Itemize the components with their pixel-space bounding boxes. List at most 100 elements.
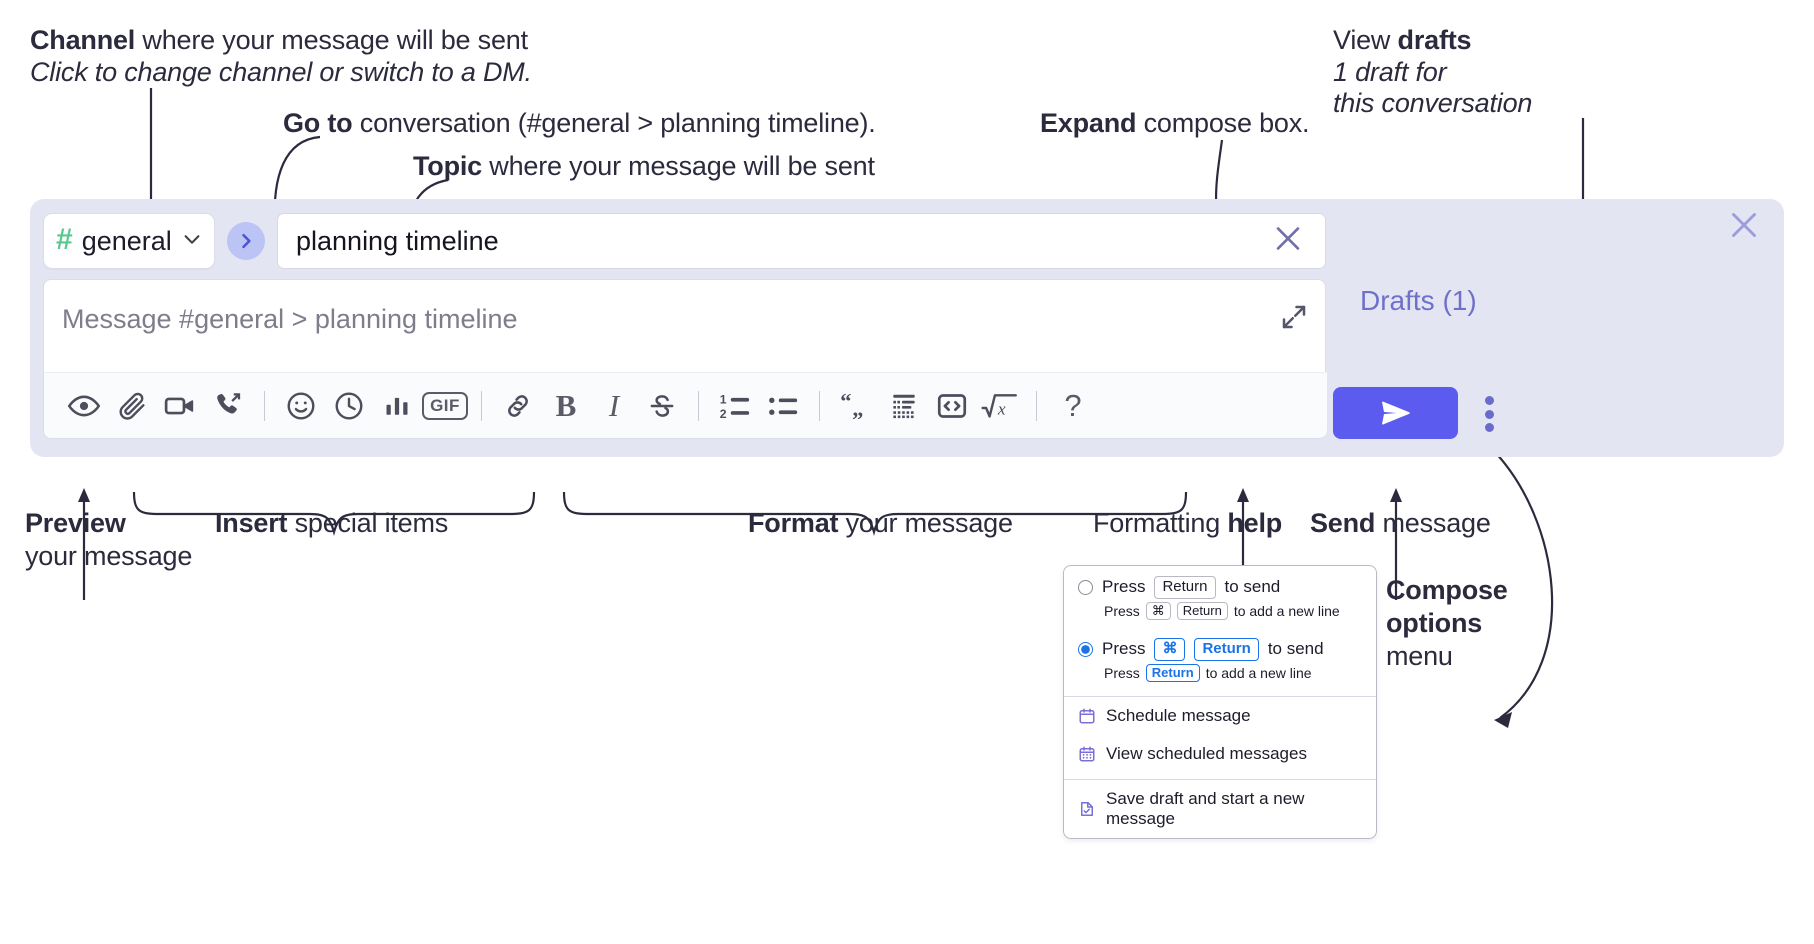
compose-options-menu: Press Return to send Press ⌘ Return to a… [1063,565,1377,839]
strikethrough-icon [650,394,674,417]
key-return: Return [1154,576,1216,599]
close-icon[interactable] [1271,222,1305,261]
menu-item-save-draft[interactable]: Save draft and start a new message [1064,780,1376,838]
menu-item-label: Save draft and start a new message [1106,789,1305,828]
clock-icon [335,392,363,419]
math-button[interactable]: x [976,382,1024,430]
bar-chart-icon [386,397,408,415]
phone-forward-icon [217,392,241,413]
key-return: Return [1176,601,1228,620]
key-command: ⌘ [1145,601,1171,620]
hash-icon: # [56,223,73,256]
close-icon[interactable] [1726,207,1762,248]
annotation-goto: Go to conversation (#general > planning … [283,108,876,138]
expand-icon[interactable] [1279,302,1309,337]
radio-label-press: Press [1102,577,1146,597]
key-return: Return [1145,663,1200,682]
topic-value: planning timeline [296,225,499,256]
message-placeholder: Message #general > planning timeline [62,304,518,334]
channel-name: general [81,225,172,256]
svg-text:1: 1 [720,392,727,406]
kebab-dot [1484,409,1494,419]
preview-button[interactable] [60,382,108,430]
annotation-channel-rest: where your message will be sent [135,25,528,55]
code-block-icon [893,394,915,418]
quote-button[interactable]: “ „ [832,382,880,430]
radio-button-command-return[interactable] [1078,641,1093,657]
annotation-drafts-sub-2: this conversation [1333,88,1533,118]
kebab-dot [1484,396,1494,405]
kebab-dot [1484,423,1494,432]
annotation-channel-sub: Click to change channel or switch to a D… [30,57,532,87]
audio-button[interactable] [204,382,252,430]
bold-button[interactable]: B [542,382,590,430]
annotation-view-drafts: View drafts [1333,25,1472,55]
attach-button[interactable] [108,382,156,430]
compose-header-row: # general planning timeline [43,213,1326,269]
toolbar-divider [1036,390,1037,421]
annotation-expand: Expand compose box. [1040,108,1310,138]
channel-selector[interactable]: # general [43,213,215,269]
menu-item-view-scheduled-messages[interactable]: View scheduled messages [1064,735,1376,773]
compose-options-kebab-button[interactable] [1484,396,1494,432]
numbered-list-icon: 1 2 [720,392,750,420]
document-check-icon [1078,800,1096,818]
code-block-button[interactable] [880,382,928,430]
paperclip-icon [119,392,145,420]
menu-item-label: Schedule message [1106,706,1251,725]
annotation-compose-options-2: options [1386,608,1483,638]
gif-button[interactable]: GIF [421,382,469,430]
formatting-help-button[interactable]: ? [1049,382,1097,430]
svg-text:„: „ [852,395,863,420]
annotation-insert: Insert special items [215,508,449,538]
send-icon [1381,401,1410,425]
radio-label-tosend: to send [1224,577,1281,597]
video-button[interactable] [156,382,204,430]
ordered-list-button[interactable]: 1 2 [711,382,759,430]
reminder-button[interactable] [325,382,373,430]
eye-icon [67,395,101,416]
compose-widget: # general planning timeline Message #gen… [30,199,1784,457]
annotation-drafts-sub-1: 1 draft for [1333,57,1447,87]
menu-radio-sublabel: Press Return to add a new line [1104,663,1312,682]
annotation-channel: Channel where your message will be sent [30,22,528,59]
blockquote-icon: “ „ [840,388,863,421]
svg-text:“: “ [840,388,851,413]
emoji-button[interactable] [277,382,325,430]
toolbar-divider [264,390,265,421]
annotation-preview-line2: your message [25,541,193,571]
link-button[interactable] [494,382,542,430]
code-button[interactable] [928,382,976,430]
toolbar-divider [819,390,820,421]
annotation-formatting-help: Formatting help [1093,508,1283,538]
topic-input[interactable]: planning timeline [277,213,1326,269]
menu-item-label: View scheduled messages [1106,744,1307,763]
strikethrough-button[interactable] [638,382,686,430]
chevron-right-icon [242,233,251,249]
drafts-link[interactable]: Drafts (1) [1360,285,1477,316]
chevron-down-icon [181,228,203,255]
goto-conversation-button[interactable] [227,222,265,260]
annotation-send: Send message [1310,508,1491,538]
send-button[interactable] [1333,387,1458,439]
radio-button-return[interactable] [1078,579,1093,595]
italic-icon: I [608,387,620,423]
menu-radio-sublabel: Press ⌘ Return to add a new line [1104,601,1340,620]
math-sqrt-icon: x [981,393,1017,418]
message-input-box[interactable]: Message #general > planning timeline [43,279,1327,439]
menu-radio-option[interactable]: Press ⌘ Return to send [1064,628,1376,663]
toolbar-divider [698,390,699,421]
radio-label-press: Press [1102,639,1146,659]
key-command: ⌘ [1154,638,1186,661]
formatting-toolbar: GIF B I [44,372,1327,438]
menu-item-schedule-message[interactable]: Schedule message [1064,697,1376,735]
key-return: Return [1194,638,1259,661]
italic-button[interactable]: I [590,382,638,430]
poll-button[interactable] [373,382,421,430]
bullet-list-button[interactable] [759,382,807,430]
svg-text:x: x [997,399,1006,418]
annotation-compose-options-1: Compose [1386,575,1508,605]
menu-radio-option[interactable]: Press Return to send [1064,566,1376,601]
question-icon: ? [1064,387,1082,423]
code-inline-icon [937,393,967,418]
